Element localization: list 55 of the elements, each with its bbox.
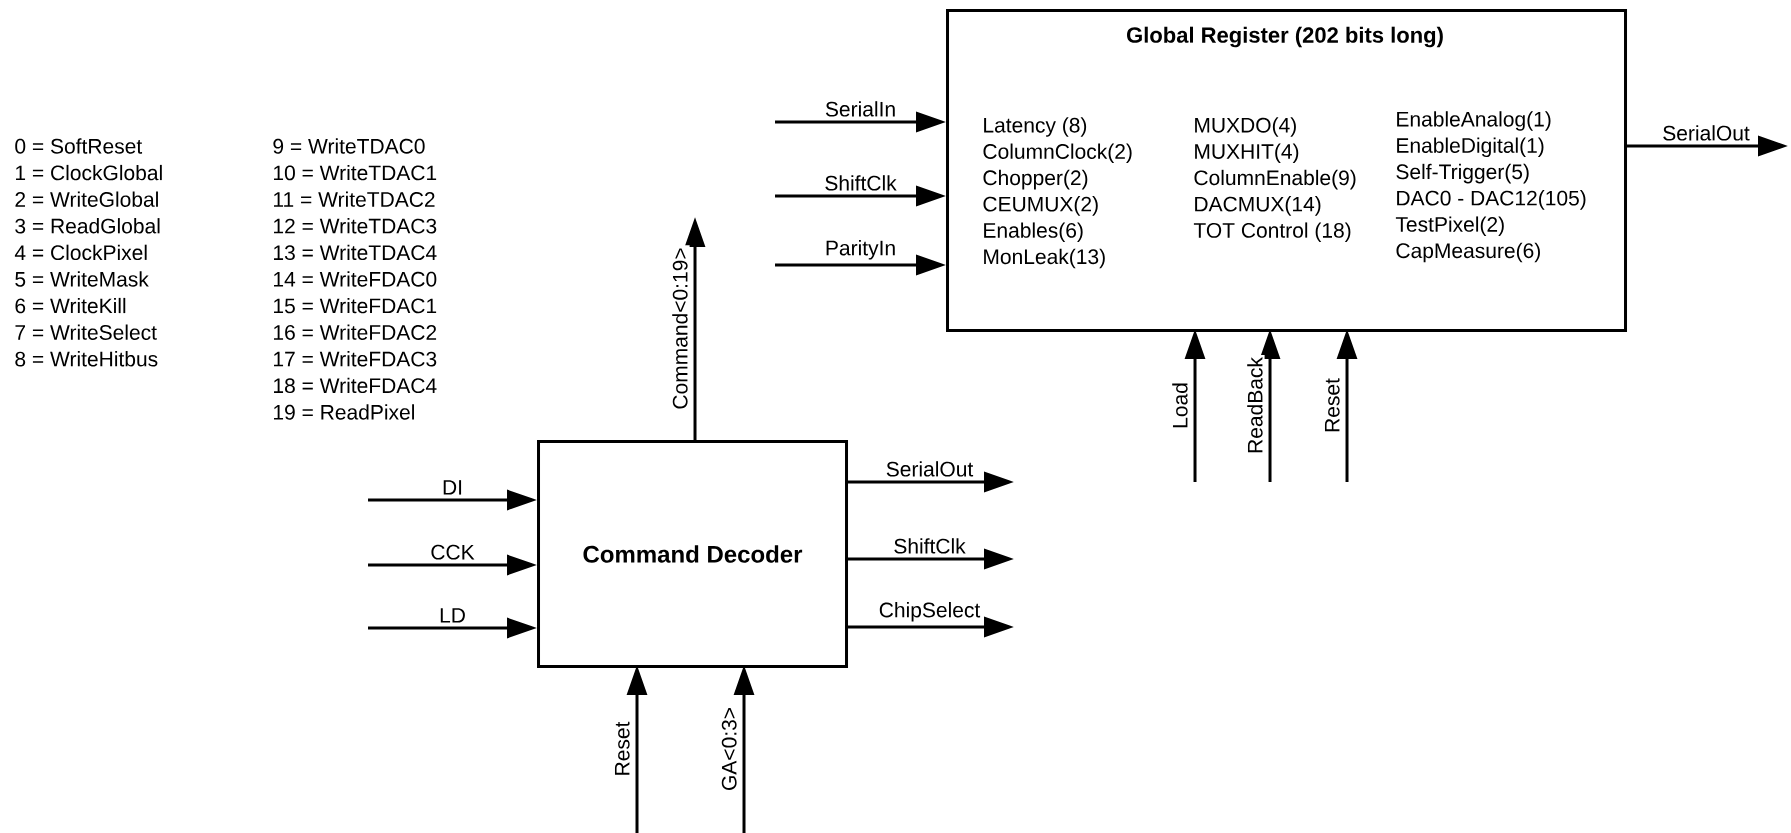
register-field: TOT Control (18) <box>1193 222 1351 242</box>
register-title: Global Register (202 bits long) <box>1127 26 1443 48</box>
command-code: 6 = WriteKill <box>15 297 126 314</box>
command-code: 17 = WriteFDAC3 <box>274 351 437 367</box>
register-field: Chopper(2) <box>983 169 1088 190</box>
decoder-box: Command Decoder <box>537 440 848 668</box>
signal-label: GA<0:3> <box>719 704 739 794</box>
register-field: CEUMUX(2) <box>983 196 1098 216</box>
register-field: EnableDigital(1) <box>1397 137 1544 158</box>
signal-label: Load <box>1170 380 1190 431</box>
command-code: 10 = WriteTDAC1 <box>274 164 437 181</box>
register-field: DACMUX(14) <box>1195 196 1321 216</box>
command-code: 12 = WriteTDAC3 <box>274 218 437 234</box>
signal-label: ParityIn <box>822 238 899 262</box>
register-field: ColumnClock(2) <box>983 143 1132 164</box>
register-field: DAC0 - DAC12(105) <box>1397 190 1586 210</box>
command-code: 19 = ReadPixel <box>274 404 414 420</box>
signal-label: Reset <box>1322 376 1342 435</box>
signal-label: LD <box>437 606 468 625</box>
register-field: MUXDO(4) <box>1195 117 1296 137</box>
register-field: ColumnEnable(9) <box>1194 169 1356 190</box>
command-code: 3 = ReadGlobal <box>15 218 160 234</box>
signal-label: DI <box>440 478 465 497</box>
signal-label: CCK <box>428 542 477 562</box>
command-code: 8 = WriteHitbus <box>15 351 158 367</box>
signal-label: Reset <box>612 719 632 779</box>
command-code: 9 = WriteTDAC0 <box>273 138 425 154</box>
signal-label: ChipSelect <box>876 600 983 624</box>
signal-label: SerialIn <box>822 99 899 119</box>
register-field: Latency (8) <box>984 117 1087 137</box>
register-field: MonLeak(13) <box>984 248 1105 269</box>
command-code: 16 = WriteFDAC2 <box>274 324 437 340</box>
signal-label: Command<0:19> <box>670 245 690 412</box>
register-field: Enables(6) <box>984 222 1083 242</box>
command-code: 1 = ClockGlobal <box>16 164 162 181</box>
register-field: MUXHIT(4) <box>1195 143 1299 164</box>
register-field: Self-Trigger(5) <box>1396 163 1529 184</box>
command-code: 2 = WriteGlobal <box>15 191 158 207</box>
command-code: 0 = SoftReset <box>15 138 143 154</box>
signal-label: ReadBack <box>1245 355 1265 456</box>
signal-label: ShiftClk <box>891 536 968 556</box>
register-field: EnableAnalog(1) <box>1397 111 1551 131</box>
command-code: 13 = WriteTDAC4 <box>274 244 437 261</box>
signal-label: ShiftClk <box>822 173 899 193</box>
command-code: 5 = WriteMask <box>15 271 149 287</box>
signal-label: SerialOut <box>1660 123 1752 143</box>
command-code: 18 = WriteFDAC4 <box>274 377 437 394</box>
signal-label: SerialOut <box>883 459 976 479</box>
command-code: 11 = WriteTDAC2 <box>274 191 435 207</box>
command-code: 4 = ClockPixel <box>14 244 147 261</box>
command-code: 15 = WriteFDAC1 <box>274 297 437 314</box>
command-code: 14 = WriteFDAC0 <box>274 271 437 287</box>
command-code: 7 = WriteSelect <box>15 324 157 340</box>
register-field: TestPixel(2) <box>1395 216 1504 236</box>
register-field: CapMeasure(6) <box>1396 242 1540 263</box>
